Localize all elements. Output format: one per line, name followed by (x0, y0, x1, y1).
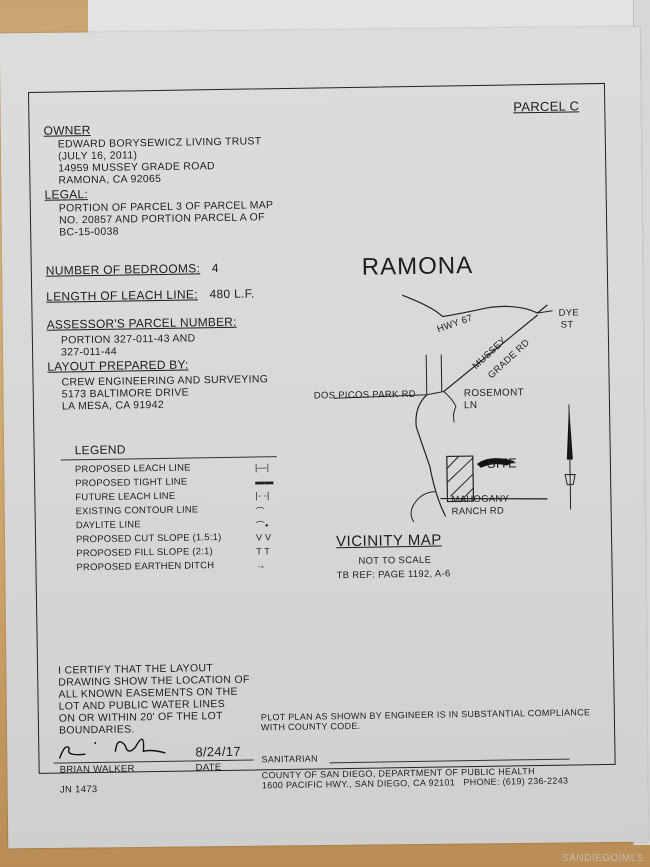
map-label-dos-picos: DOS PICOS PARK RD (313, 388, 416, 402)
parcel-label: PARCEL C (513, 98, 580, 115)
legend-heading: LEGEND (74, 442, 126, 458)
leach-line-symbol-icon: |—| (254, 462, 270, 473)
signer-name: BRIAN WALKER (59, 763, 135, 776)
fill-slope-symbol-icon: T T (256, 546, 271, 557)
sanitarian-signature-line (329, 758, 570, 764)
owner-name: EDWARD BORYSEWICZ LIVING TRUST (57, 135, 262, 151)
compliance-line-2: WITH COUNTY CODE. (260, 720, 361, 733)
map-label-ln: LN (463, 399, 478, 412)
prepared-by-heading: LAYOUT PREPARED BY: (47, 357, 189, 374)
cut-slope-symbol-icon: V V (255, 532, 272, 543)
legend-item-label: PROPOSED EARTHEN DITCH (76, 560, 215, 574)
contour-line-symbol-icon: ⌒ (255, 506, 265, 517)
bedrooms-row: NUMBER OF BEDROOMS: 4 (45, 261, 219, 278)
map-site-label: SITE (486, 455, 518, 471)
vicinity-map-scale-note: NOT TO SCALE (358, 554, 432, 567)
prepared-by-city: LA MESA, CA 91942 (61, 398, 165, 413)
mls-watermark: SANDIEGO|MLS (562, 853, 644, 864)
daylite-line-symbol-icon: ⌒• (255, 520, 269, 531)
leach-line-label: LENGTH OF LEACH LINE: (46, 287, 198, 304)
document-frame: PARCEL C OWNER EDWARD BORYSEWICZ LIVING … (28, 82, 616, 796)
leach-line-row: LENGTH OF LEACH LINE: 480 L.F. (46, 286, 255, 304)
legal-line-2: NO. 20857 AND PORTION PARCEL A OF (58, 211, 265, 227)
vicinity-map-tb-ref: TB REF: PAGE 1192, A-6 (336, 568, 451, 582)
tight-line-symbol-icon: ▬▬ (255, 476, 274, 487)
map-label-ranch-rd: RANCH RD (451, 505, 505, 518)
bedrooms-value: 4 (211, 261, 219, 276)
map-label-dye: DYE (558, 307, 580, 319)
legend-item-label: PROPOSED LEACH LINE (74, 462, 191, 476)
legal-heading: LEGAL: (44, 187, 88, 202)
legal-line-3: BC-15-0038 (59, 225, 119, 239)
legend-item: PROPOSED EARTHEN DITCH → (76, 559, 276, 577)
vicinity-map-title: VICINITY MAP (335, 531, 442, 551)
sanitarian-label: SANITARIAN (261, 753, 318, 765)
engineer-signature (58, 738, 166, 759)
apn-line-2: 327-011-44 (61, 345, 118, 359)
legend-item-label: EXISTING CONTOUR LINE (75, 504, 199, 518)
apn-line-1: PORTION 327-011-43 AND (60, 332, 196, 347)
future-leach-symbol-icon: |- -| (255, 490, 270, 501)
map-label-st: ST (560, 319, 574, 331)
owner-city: RAMONA, CA 92065 (58, 172, 162, 187)
map-label-rosemont: ROSEMONT (463, 387, 525, 400)
cert-line-5: ON OR WITHIN 20' OF THE LOT (58, 710, 223, 725)
legend-item-label: PROPOSED TIGHT LINE (75, 476, 188, 490)
date-label: DATE (195, 762, 222, 774)
legend-item-label: PROPOSED FILL SLOPE (2:1) (76, 546, 213, 560)
map-town-name: RAMONA (361, 252, 474, 281)
apn-heading: ASSESSOR'S PARCEL NUMBER: (46, 314, 237, 332)
job-number: JN 1473 (59, 783, 98, 796)
signature-date: 8/24/17 (195, 743, 241, 760)
owner-heading: OWNER (43, 123, 91, 138)
legend-item-label: PROPOSED CUT SLOPE (1.5:1) (75, 532, 222, 546)
vicinity-map-drawing (333, 294, 576, 523)
leach-line-value: 480 L.F. (209, 286, 255, 302)
legend-item-label: FUTURE LEACH LINE (75, 490, 176, 504)
legend-list: PROPOSED LEACH LINE |—| PROPOSED TIGHT LI… (75, 461, 287, 594)
earthen-ditch-symbol-icon: → (256, 560, 266, 571)
legend-item-label: DAYLITE LINE (75, 519, 141, 532)
bedrooms-label: NUMBER OF BEDROOMS: (45, 261, 201, 278)
